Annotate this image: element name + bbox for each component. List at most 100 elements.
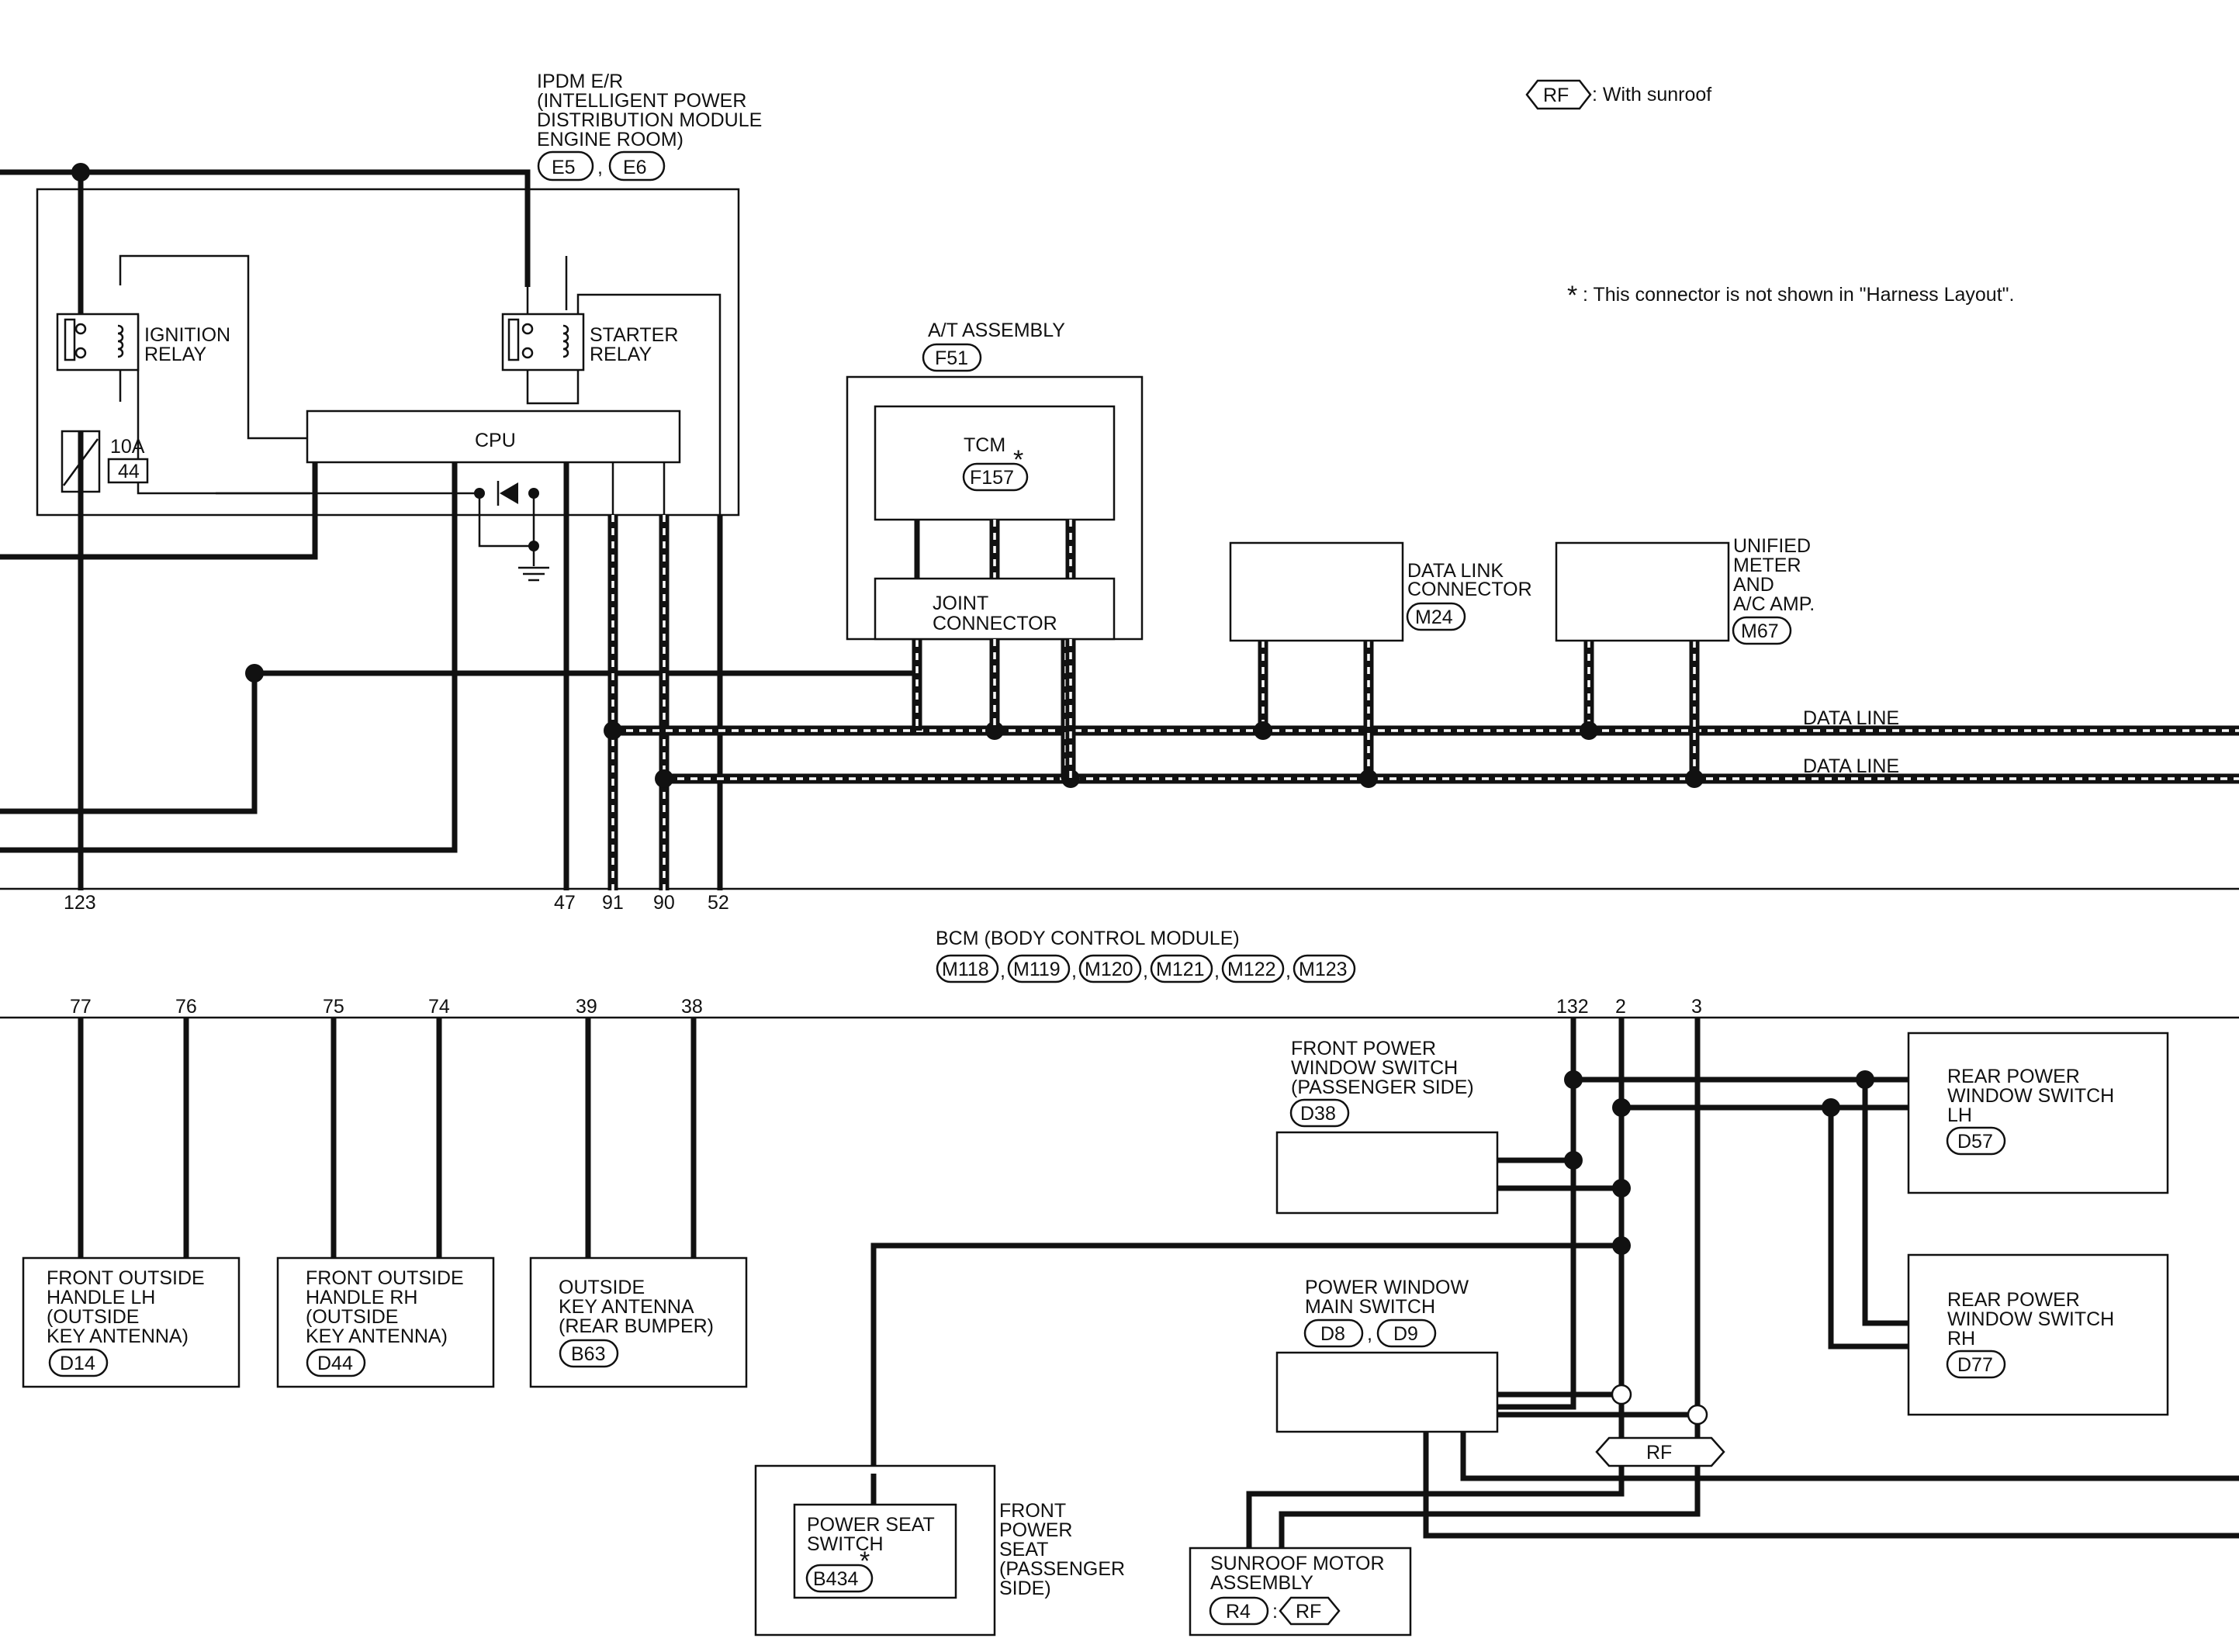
rear-power-window-switch-lh: REAR POWER WINDOW SWITCH LH D57: [1907, 1032, 2169, 1194]
sunroof-motor-label: SUNROOF MOTOR: [1210, 1553, 1385, 1574]
outside-key-antenna-label: OUTSIDE: [559, 1277, 645, 1298]
rf-legend-text: : With sunroof: [1592, 84, 1711, 105]
data-link-connector-box: [1229, 541, 1404, 642]
power-seat-switch-label: SWITCH: [807, 1533, 884, 1555]
starter-relay-label: STARTER: [590, 324, 678, 346]
front-power-seat-label: (PASSENGER: [999, 1558, 1125, 1580]
svg-text:,: ,: [1143, 960, 1148, 982]
data-link-connector-label: DATA LINK: [1407, 560, 1504, 582]
ipdm-connector-e6-label: E6: [623, 157, 647, 178]
pw-main-switch-label: MAIN SWITCH: [1305, 1296, 1435, 1318]
tcm-connector-label: F157: [970, 467, 1014, 489]
rear-pw-switch-rh-label: RH: [1947, 1328, 1975, 1350]
starter-relay-label: RELAY: [590, 344, 652, 365]
rear-pw-switch-lh-label: REAR POWER: [1947, 1066, 2080, 1087]
front-outside-handle-rh-connector: [306, 1348, 366, 1377]
front-pw-switch-passenger-connector-label: D38: [1300, 1103, 1336, 1125]
unified-meter: UNIFIED METER AND A/C AMP. M67: [1555, 535, 1815, 645]
fuse-amp-label: 10A: [110, 436, 145, 458]
sunroof-motor-rf-label: RF: [1296, 1601, 1321, 1623]
bcm-lower-terminal: 77: [70, 996, 92, 1018]
fuse-number-box: [107, 458, 149, 484]
pw-main-switch-box: [1275, 1351, 1499, 1433]
ipdm-title-line: IPDM E/R: [537, 71, 623, 92]
front-outside-handle-lh-connector-label: D14: [60, 1353, 95, 1374]
svg-text:,: ,: [1286, 960, 1291, 982]
data-link-connector-tag-label: M24: [1415, 607, 1453, 628]
sunroof-motor-assembly: SUNROOF MOTOR ASSEMBLY R4 : RF: [1189, 1547, 1412, 1636]
lower-wires: [78, 1018, 2239, 1548]
rf-junction-tag: [1595, 1436, 1725, 1467]
rear-power-window-switch-rh: REAR POWER WINDOW SWITCH RH D77: [1907, 1253, 2169, 1416]
ipdm-title-line: (INTELLIGENT POWER: [537, 90, 746, 112]
tcm-label: TCM: [964, 434, 1005, 456]
fuse-number-label: 44: [118, 461, 140, 482]
bcm-connector-label: M122: [1227, 959, 1276, 980]
at-assembly-title: A/T ASSEMBLY: [928, 320, 1065, 341]
power-seat-switch-star: *: [860, 1547, 870, 1576]
front-pw-switch-passenger-box: [1275, 1131, 1499, 1215]
ipdm-connector-sep: ,: [597, 157, 603, 178]
star-legend-text: : This connector is not shown in "Harnes…: [1583, 284, 2014, 306]
front-pw-switch-passenger-label: FRONT POWER: [1291, 1038, 1436, 1059]
diode-symbol: [474, 481, 539, 551]
outside-key-antenna: OUTSIDE KEY ANTENNA (REAR BUMPER) B63: [529, 1256, 748, 1388]
bcm-upper-terminal: 90: [653, 892, 675, 914]
ipdm-diode-wire: [216, 492, 549, 582]
data-link-connector-label: CONNECTOR: [1407, 579, 1532, 600]
front-outside-handle-lh-label: FRONT OUTSIDE: [47, 1267, 205, 1289]
outside-key-antenna-connector: [559, 1339, 619, 1368]
front-outside-handle-lh-connector: [48, 1348, 109, 1377]
unified-meter-box: [1555, 541, 1730, 642]
rear-pw-switch-rh-connector-label: D77: [1957, 1354, 1993, 1376]
pw-main-switch-connector-sep: ,: [1367, 1323, 1372, 1345]
bcm-upper-terminal: 91: [602, 892, 624, 914]
outside-key-antenna-label: (REAR BUMPER): [559, 1315, 714, 1337]
rear-pw-switch-rh-box: [1907, 1253, 2169, 1416]
front-pw-switch-passenger-connector: [1289, 1098, 1350, 1128]
ipdm-er: IPDM E/R (INTELLIGENT POWER DISTRIBUTION…: [36, 71, 762, 582]
legend: RF : With sunroof * : This connector is …: [1525, 79, 2014, 310]
front-power-seat-label: SEAT: [999, 1539, 1048, 1560]
bcm-connector-label: M123: [1299, 959, 1348, 980]
front-outside-handle-rh: FRONT OUTSIDE HANDLE RH (OUTSIDE KEY ANT…: [276, 1256, 495, 1388]
outside-key-antenna-label: KEY ANTENNA: [559, 1296, 694, 1318]
data-line-label: DATA LINE: [1803, 707, 1899, 729]
svg-text:,: ,: [1214, 960, 1220, 982]
joint-connector-label: JOINT: [933, 593, 988, 614]
bcm-connector-label: M120: [1085, 959, 1133, 980]
sunroof-motor-sep: :: [1272, 1601, 1278, 1623]
front-power-seat: POWER SEAT SWITCH B434 * FRONT POWER SEA…: [754, 1464, 1125, 1636]
unified-meter-label: METER: [1733, 555, 1801, 576]
rf-legend-tag: [1525, 79, 1592, 110]
rear-pw-switch-lh-connector-label: D57: [1957, 1131, 1993, 1153]
sunroof-motor-label: ASSEMBLY: [1210, 1572, 1313, 1594]
svg-text:,: ,: [1071, 960, 1077, 982]
front-outside-handle-lh-label: (OUTSIDE: [47, 1306, 139, 1328]
front-outside-handle-lh-label: KEY ANTENNA): [47, 1325, 189, 1347]
front-power-seat-label: FRONT: [999, 1500, 1066, 1522]
bcm-upper-terminal: 52: [708, 892, 729, 914]
ipdm-cpu-box: [306, 410, 681, 464]
tcm-connector: [962, 462, 1029, 492]
rf-legend-tag-text: RF: [1543, 85, 1569, 106]
outside-key-antenna-connector-label: B63: [571, 1343, 605, 1365]
front-outside-handle-rh-label: KEY ANTENNA): [306, 1325, 448, 1347]
ipdm-connector-e6: [608, 150, 666, 181]
ignition-relay-label: RELAY: [144, 344, 206, 365]
ipdm-connector-e5-label: E5: [552, 157, 576, 178]
front-outside-handle-lh-label: HANDLE LH: [47, 1287, 155, 1308]
pw-main-switch-connector-d8: [1303, 1318, 1364, 1348]
ipdm-connector-e5: [537, 150, 594, 181]
bcm-lower-terminal: 75: [323, 996, 344, 1018]
data-link-connector: DATA LINK CONNECTOR M24: [1229, 541, 1532, 642]
unified-meter-label: AND: [1733, 574, 1774, 596]
bcm-connector-label: M118: [942, 959, 989, 980]
star-legend-symbol: *: [1567, 281, 1577, 310]
rear-pw-switch-rh-connector: [1946, 1350, 2006, 1379]
front-outside-handle-rh-label: HANDLE RH: [306, 1287, 417, 1308]
ipdm-cpu-label: CPU: [475, 430, 516, 451]
ipdm-title-line: DISTRIBUTION MODULE: [537, 109, 762, 131]
pw-main-switch-connector-d9: [1376, 1318, 1437, 1348]
